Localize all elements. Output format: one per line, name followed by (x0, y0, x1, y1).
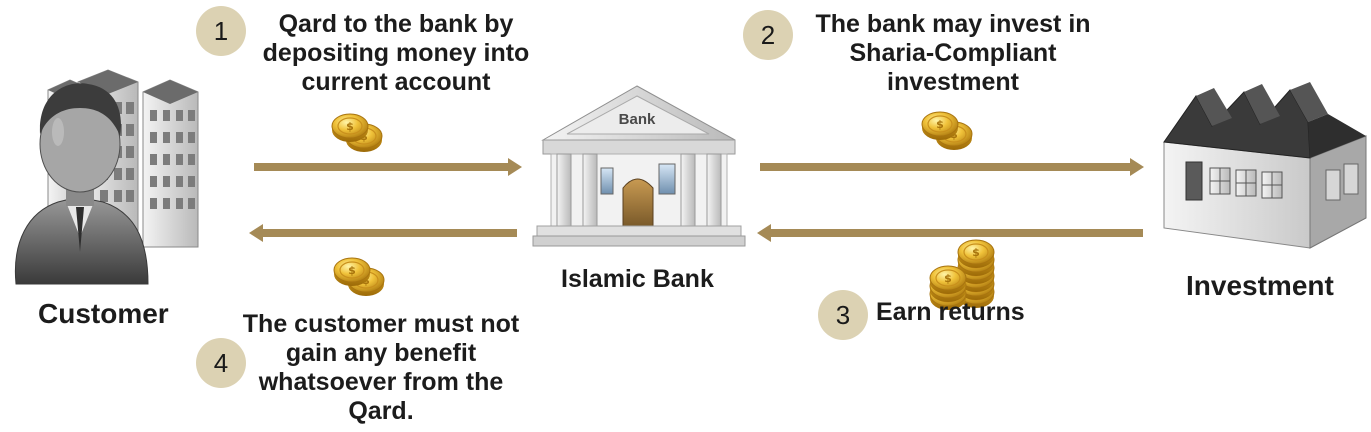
arrow-bank-to-investment (760, 158, 1144, 176)
bank-sign: Bank (619, 111, 656, 128)
gold-coins-icon (331, 113, 383, 153)
step-1-line: Qard to the bank by (278, 10, 514, 38)
step-4-badge: 4 (196, 338, 246, 388)
arrow-customer-to-bank (254, 158, 522, 176)
step-1-badge: 1 (196, 6, 246, 56)
gold-coins-icon (333, 257, 385, 297)
step-2-line: Sharia-Compliant (849, 39, 1057, 67)
businessman-with-buildings-icon (14, 69, 199, 285)
step-1-text: Qard to the bank by depositing money int… (240, 10, 552, 97)
step-3-badge: 3 (818, 290, 868, 340)
step-3-text: Earn returns (876, 298, 1025, 327)
coin-stack-icon (929, 239, 995, 311)
step-2-text: The bank may invest in Sharia-Compliant … (790, 10, 1116, 97)
step-2-badge: 2 (743, 10, 793, 60)
step-2-line: The bank may invest in (815, 10, 1091, 38)
step-4-text: The customer must not gain any benefit w… (222, 310, 540, 426)
factory-icon (1163, 82, 1367, 249)
customer-label: Customer (38, 298, 169, 329)
step-2-line: investment (887, 68, 1019, 96)
arrow-investment-to-bank (757, 224, 1143, 242)
step-1-line: depositing money into (262, 39, 530, 67)
bank-label: Islamic Bank (561, 265, 714, 293)
step-4-line: gain any benefit (285, 339, 477, 367)
step-4-line: Qard. (348, 397, 414, 425)
step-3-line: Earn returns (876, 298, 1025, 326)
investment-label: Investment (1186, 270, 1334, 301)
arrow-bank-to-customer (249, 224, 517, 242)
bank-building-icon: Bank (532, 85, 746, 247)
step-4-line: The customer must not (242, 310, 520, 338)
step-1-line: current account (301, 68, 491, 96)
step-4-line: whatsoever from the (258, 368, 504, 396)
gold-coins-icon (921, 111, 973, 151)
